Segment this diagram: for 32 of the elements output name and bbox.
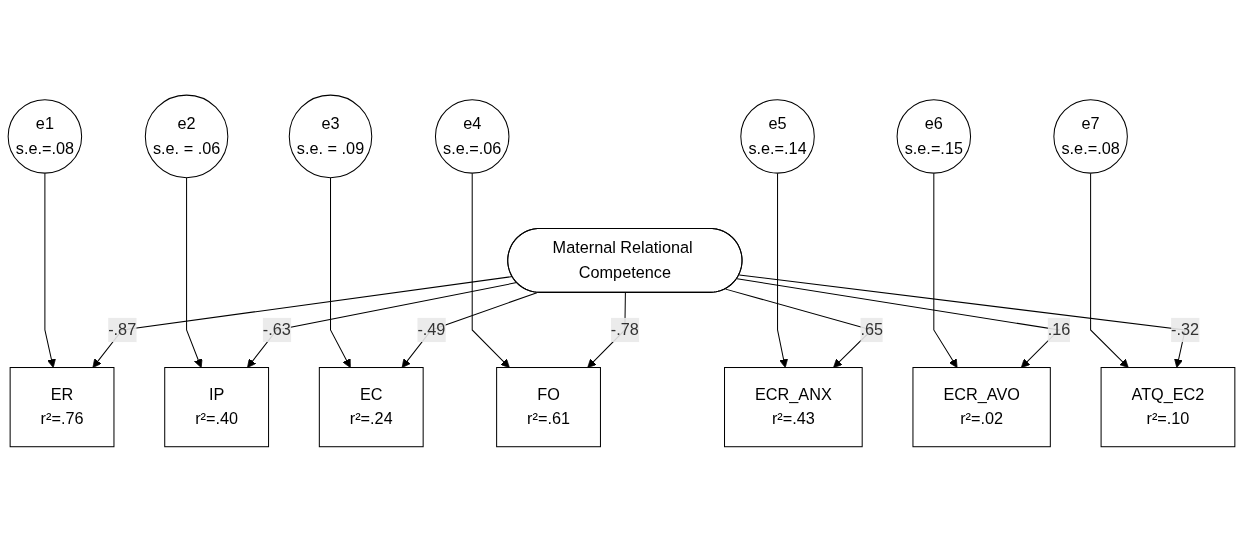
arrow — [738, 274, 1186, 368]
arrow — [471, 172, 510, 368]
edge-label: -.32 — [1171, 320, 1200, 338]
edge-label: -.49 — [417, 320, 446, 338]
edge-label: -.63 — [262, 320, 291, 338]
node-circle: e4 s.e.=.06 — [434, 98, 510, 174]
node-box: ER r²=.76 — [9, 366, 115, 447]
node-circle: e3 s.e. = .09 — [288, 94, 373, 178]
node-circle: e1 s.e.=.08 — [7, 98, 83, 174]
node-box: ECR_AVO r²=.02 — [912, 366, 1051, 447]
node-box: FO r²=.61 — [496, 366, 601, 447]
arrow — [777, 172, 788, 368]
arrow — [44, 172, 56, 368]
node-circle: e7 s.e.=.08 — [1053, 98, 1128, 174]
node-circle: e5 s.e.=.14 — [740, 98, 815, 174]
edge-label: .16 — [1047, 320, 1071, 338]
edge-label: -.78 — [610, 320, 639, 338]
edge-label: -.87 — [108, 320, 137, 338]
arrow — [330, 176, 351, 368]
arrow — [1090, 172, 1129, 368]
arrow — [92, 275, 513, 368]
edge-label: .65 — [860, 320, 883, 338]
node-box: ATQ_EC2 r²=.10 — [1100, 366, 1236, 447]
node-circle: e6 s.e.=.15 — [896, 98, 972, 174]
arrow — [247, 281, 518, 368]
node-box: ECR_ANX r²=.43 — [724, 366, 863, 447]
arrow — [401, 291, 538, 368]
node-circle: e2 s.e. = .06 — [144, 94, 229, 178]
node-box: EC r²=.24 — [318, 366, 424, 447]
arrow — [186, 176, 203, 368]
node-box: IP r²=.40 — [164, 366, 270, 447]
arrow — [933, 172, 958, 368]
